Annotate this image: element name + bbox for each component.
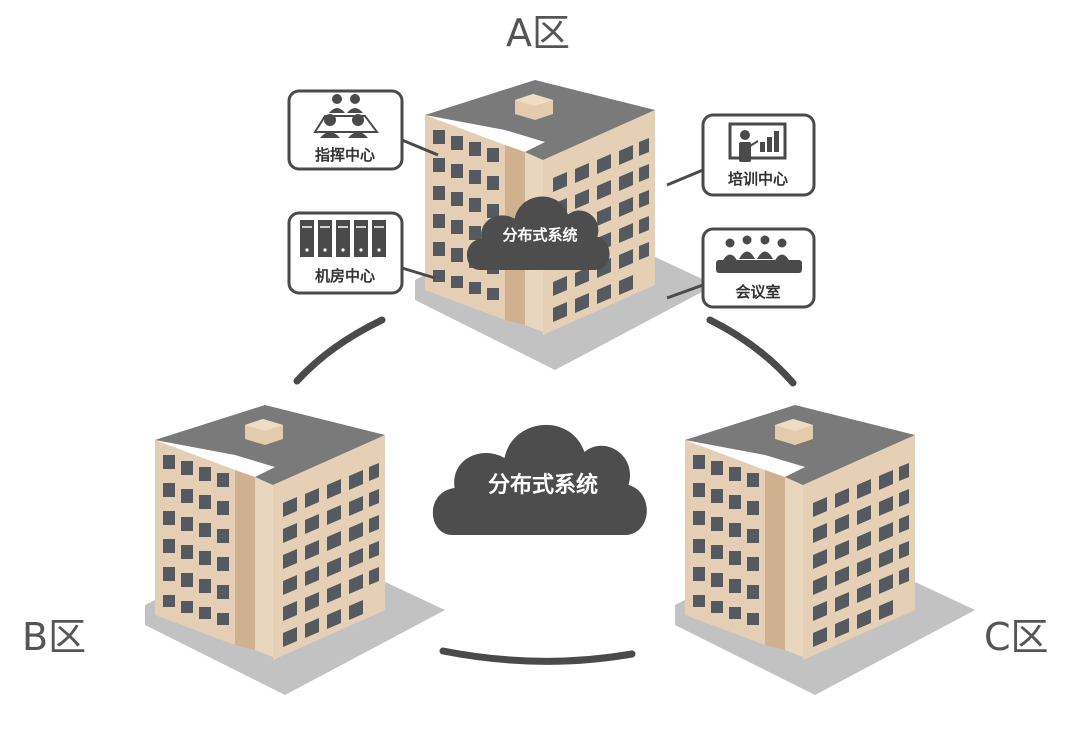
callout-server-room: 机房中心 xyxy=(287,211,436,295)
presenter-board-icon xyxy=(728,122,787,162)
callout-server-room-label: 机房中心 xyxy=(315,267,375,285)
zone-c-label: C区 xyxy=(984,615,1049,659)
building-b xyxy=(145,405,445,695)
zone-a-label: A区 xyxy=(506,11,570,55)
callout-meeting-room: 会议室 xyxy=(666,227,816,309)
connection-ring xyxy=(293,316,797,665)
ring-arc-a-c xyxy=(706,316,797,387)
callout-command-center-label: 指挥中心 xyxy=(315,146,375,164)
server-rack-icon xyxy=(300,220,386,257)
ring-arc-a-b xyxy=(293,316,386,385)
building-cloud: 分布式系统 xyxy=(466,196,610,270)
ring-arc-b-c xyxy=(439,647,636,665)
callout-command-center: 指挥中心 xyxy=(287,89,439,171)
zone-b-label: B区 xyxy=(22,615,87,659)
building-c xyxy=(675,405,975,695)
callout-training-center-label: 培训中心 xyxy=(728,170,788,188)
building-cloud-label: 分布式系统 xyxy=(502,226,577,244)
central-cloud-label: 分布式系统 xyxy=(488,472,598,498)
central-cloud: 分布式系统 xyxy=(432,424,647,535)
callout-meeting-room-label: 会议室 xyxy=(735,283,780,301)
conference-room-icon xyxy=(716,235,802,273)
callout-training-center: 培训中心 xyxy=(666,113,816,197)
meeting-people-icon xyxy=(313,94,379,138)
